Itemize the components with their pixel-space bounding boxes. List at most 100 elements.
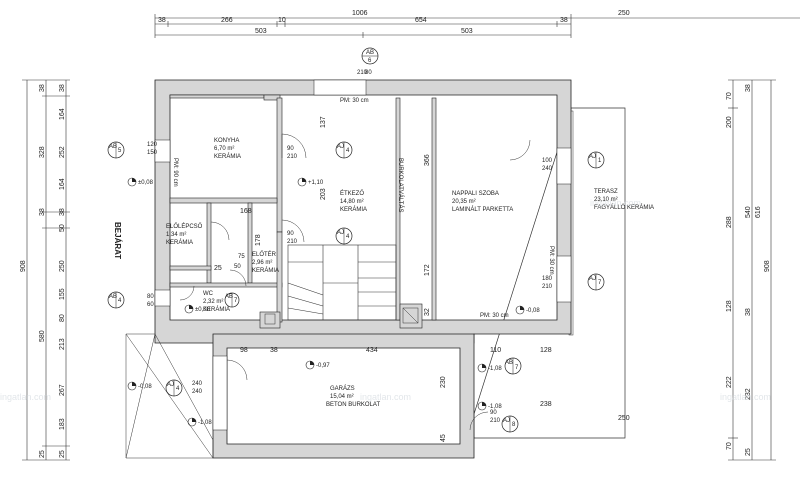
opening-label: 180: [542, 276, 553, 282]
dim-top-terrace: 250: [618, 10, 630, 17]
room-konyha-floor: KERÁMIA: [214, 153, 241, 160]
level-marker: -1,08: [187, 417, 212, 427]
opening-sizes: 120 150 90 210 90 210 100 240 180 210 80…: [147, 70, 553, 424]
room-garazs-name: GARÁZS: [330, 385, 355, 392]
room-eloter-name: ELŐTÉR: [252, 251, 277, 258]
tag-number: 7: [598, 280, 602, 286]
dim-inner: 32: [424, 308, 431, 316]
dim-garage-row: 110: [490, 347, 501, 354]
level-markers: ±0,08 +1,10 ±0,08 -0,08 -0,97 -1,08: [127, 177, 540, 427]
opening-label: 210: [287, 239, 298, 245]
dim-left-outer: 328: [39, 146, 46, 158]
opening-label: 50: [234, 264, 241, 270]
watermark-text: ingatlan.com: [720, 392, 771, 402]
room-nappali-floor: LAMINÁLT PARKETTA: [452, 206, 513, 213]
room-wc-area: 2,32 m²: [203, 299, 223, 305]
dim-garage-row: 38: [270, 347, 278, 354]
room-terasz-area: 23,10 m²: [594, 197, 618, 203]
room-wc-floor: KERÁMIA: [203, 306, 230, 313]
room-eloter-floor: KERÁMIA: [252, 267, 279, 274]
level-marker: -1,08: [477, 363, 502, 373]
dim-left-inner: 80: [59, 314, 66, 322]
level-marker: -0,08: [515, 305, 540, 315]
tag-number: 4: [176, 386, 180, 392]
dim-left-total: 908: [20, 260, 27, 272]
level-text: +1,10: [308, 180, 324, 186]
level-text: -1,08: [488, 404, 502, 410]
room-nappali-name: NAPPALI SZOBA: [452, 191, 499, 197]
dim-inner: 45: [440, 434, 447, 442]
dim-inner: 137: [320, 116, 327, 128]
dim-garage-row: 434: [366, 347, 378, 354]
dim-inner: 203: [320, 188, 327, 200]
dim-left-inner: 250: [59, 260, 66, 272]
tag-letter: AB: [225, 294, 233, 300]
tag-letter: AB: [109, 294, 117, 300]
section-tag: AB 4: [107, 291, 125, 309]
entrance-label: BEJÁRAT: [113, 222, 122, 259]
dim-garage-row: 128: [540, 347, 552, 354]
tag-letter: AJ: [337, 144, 344, 150]
dim-right-a: 128: [726, 300, 733, 312]
top-dimension-texts: 1006 250 38 266 10 654 38 503 503: [158, 10, 630, 35]
dim-right-a: 200: [726, 116, 733, 128]
dim-left-outer: 25: [39, 450, 46, 458]
room-konyha-name: KONYHA: [214, 138, 239, 144]
level-marker: -1,08: [477, 401, 502, 411]
dim-left-inner: 50: [59, 224, 66, 232]
tag-letter: AB: [109, 144, 117, 150]
level-text: -1,08: [488, 366, 502, 372]
tag-letter: AJ: [589, 154, 596, 160]
room-wc-name: WC: [203, 291, 214, 297]
watermark-text: ingatlan.com: [360, 392, 411, 402]
opening-label: 210: [357, 70, 368, 76]
opening-label: 100: [542, 158, 553, 164]
section-tag: AJ 4: [335, 141, 353, 159]
pm-note: PM: 30 cm: [548, 246, 554, 275]
room-terasz-floor: FAGYÁLLÓ KERÁMIA: [594, 204, 654, 211]
tag-number: 7: [515, 365, 519, 371]
opening-label: 150: [147, 150, 158, 156]
doors: [179, 133, 531, 431]
dim-left-inner: 25: [59, 450, 66, 458]
dim-left-inner: 155: [59, 288, 66, 300]
tag-number: 4: [118, 298, 122, 304]
room-labels: KONYHA 6,70 m² KERÁMIA ÉTKEZŐ 14,80 m² K…: [113, 98, 654, 408]
dim-inner: 366: [424, 154, 431, 166]
dim-top-seg: 654: [415, 17, 427, 24]
opening-label: 120: [147, 142, 158, 148]
dim-top-seg: 10: [278, 17, 286, 24]
tag-number: 4: [346, 234, 350, 240]
opening-label: 90: [287, 231, 294, 237]
entrance-ramp: [125, 333, 214, 459]
dim-inner: 230: [440, 376, 447, 388]
column-marks: [264, 307, 419, 325]
dim-inner: 178: [255, 234, 262, 246]
room-etkezo-area: 14,80 m²: [340, 199, 364, 205]
dim-inner: 168: [240, 208, 252, 215]
left-dimension-texts: 908 38 328 38 580 25 38 164 252 164 38 5…: [20, 84, 66, 458]
top-dimension-lines: [154, 14, 800, 38]
dim-top-seg: 38: [560, 17, 568, 24]
dim-top-total: 1006: [352, 10, 368, 17]
dim-left-outer: 580: [39, 330, 46, 342]
dim-top-half: 503: [255, 28, 267, 35]
opening-label: 210: [542, 284, 553, 290]
room-garazs-area: 15,04 m²: [330, 394, 354, 400]
section-tag: AB 6: [361, 47, 379, 65]
dim-right-b: 38: [745, 84, 752, 92]
dim-left-outer: 38: [39, 84, 46, 92]
room-garazs-floor: BETON BURKOLAT: [326, 402, 380, 408]
tag-letter: AB: [505, 360, 513, 366]
level-marker: ±0,08: [184, 304, 211, 314]
dim-right-b: 232: [745, 388, 752, 400]
tag-letter: AB: [366, 50, 374, 56]
section-tags-aj: AJ 4 AJ 4 AJ 7 AJ 1 AJ 7 AJ: [165, 141, 605, 433]
opening-label: 240: [192, 389, 203, 395]
dim-inner: 250: [618, 415, 630, 422]
stair-label: BURKOLATVÁLTÁS: [397, 158, 404, 212]
dim-left-inner: 267: [59, 384, 66, 396]
tag-letter: AJ: [589, 276, 596, 282]
opening-label: 240: [192, 381, 203, 387]
